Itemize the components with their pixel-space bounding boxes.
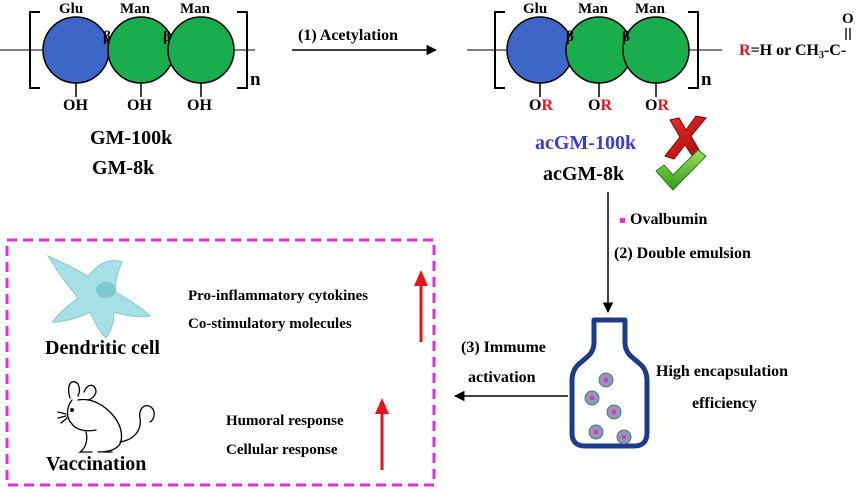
ovalbumin-label: Ovalbumin — [630, 211, 708, 228]
dendritic-effect-line1: Pro-inflammatory cytokines — [188, 288, 369, 304]
dendritic-effect-line2: Co-stimulatory molecules — [188, 316, 352, 332]
step3-label-line1: (3) Immume — [461, 339, 546, 356]
encapsulation-line2: efficiency — [692, 395, 757, 412]
unit-label-man: Man — [180, 1, 210, 17]
polymer-name: GM-100k — [90, 127, 173, 149]
or-substituent: OR — [645, 97, 670, 114]
repeat-n: n — [701, 69, 712, 90]
glucose-unit — [42, 16, 110, 84]
unit-label-man: Man — [578, 1, 608, 17]
r-definition: R=H or CH3-C- — [739, 42, 847, 61]
polymer-name-rejected: acGM-100k — [535, 132, 637, 154]
mannose-unit — [167, 16, 235, 84]
polymer-name-selected: acGM-8k — [543, 163, 625, 185]
beta-bond-label: β — [622, 29, 630, 45]
up-arrow-icon — [375, 398, 389, 470]
vaccination-effect-line2: Cellular response — [226, 442, 338, 458]
unit-label-glu: Glu — [59, 1, 84, 17]
hydroxyl-label: OH — [187, 97, 212, 114]
encapsulated-bead — [584, 372, 632, 445]
mannose-unit — [107, 16, 175, 84]
green-check-mark-icon — [655, 149, 707, 191]
up-arrow-icon — [414, 270, 428, 342]
step3-label-line2: activation — [468, 369, 536, 386]
step2-label: (2) Double emulsion — [614, 245, 751, 262]
ovalbumin-square-icon — [620, 218, 625, 223]
outcome-box — [5, 238, 436, 487]
hydroxyl-label: OH — [63, 97, 88, 114]
dendritic-cell-label: Dendritic cell — [45, 337, 160, 359]
hydroxyl-label: OH — [127, 97, 152, 114]
mannose-unit — [622, 16, 690, 84]
unit-label-glu: Glu — [523, 1, 548, 17]
beta-bond-label: β — [566, 29, 574, 45]
left-polymer — [0, 11, 255, 97]
polymer-name: GM-8k — [92, 157, 155, 179]
step1-label: (1) Acetylation — [298, 27, 398, 44]
carbonyl-double-bond — [845, 28, 851, 40]
or-substituent: OR — [588, 97, 613, 114]
bottle-icon — [569, 317, 650, 449]
mouse-icon — [57, 381, 155, 453]
glucose-unit — [506, 16, 574, 84]
repeat-n: n — [250, 69, 261, 90]
encapsulation-line1: High encapsulation — [656, 363, 789, 380]
or-substituent: OR — [529, 97, 554, 114]
vaccination-label: Vaccination — [46, 453, 147, 475]
unit-label-man: Man — [120, 1, 150, 17]
right-polymer — [467, 11, 722, 97]
beta-bond-label: β — [163, 29, 171, 45]
vaccination-effect-line1: Humoral response — [226, 413, 344, 429]
unit-label-man: Man — [635, 1, 665, 17]
mannose-unit — [565, 16, 633, 84]
dendritic-cell-icon — [46, 254, 152, 339]
carbonyl-oxygen: O — [842, 11, 854, 27]
beta-bond-label: β — [103, 29, 111, 45]
